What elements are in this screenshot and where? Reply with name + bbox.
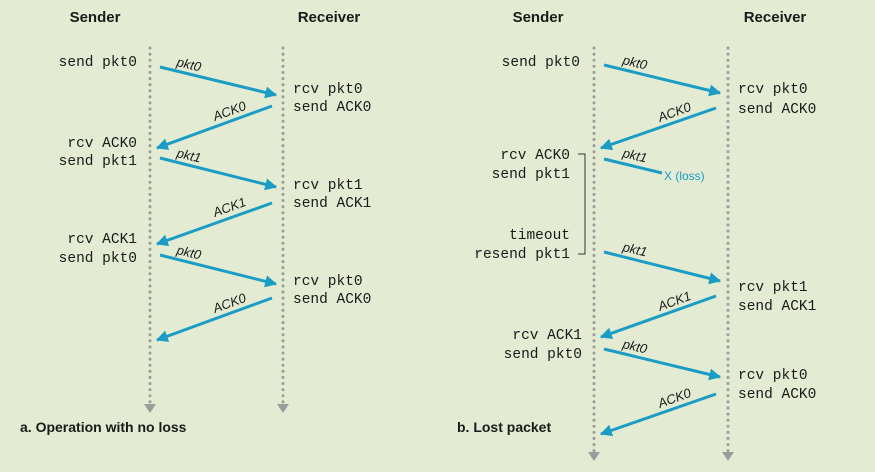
panel-a-receiver-event: send ACK0 <box>293 292 371 308</box>
panel-b-message-arrow <box>603 63 722 97</box>
panel-b-message-arrow <box>599 392 717 437</box>
panel-b-caption: b. Lost packet <box>457 419 551 435</box>
panel-a-caption: a. Operation with no loss <box>20 419 187 435</box>
panel-a-sender-event: send pkt0 <box>59 55 137 71</box>
panel-b-message-arrow <box>603 250 722 285</box>
panel-a-message-arrow <box>155 296 273 342</box>
panel-b-message-label: pkt1 <box>620 145 648 165</box>
panel-b-sender-event: resend pkt1 <box>474 247 570 263</box>
panel-a-sender-event: rcv ACK0 <box>67 136 137 152</box>
panel-b-message-label: pkt0 <box>620 52 649 73</box>
panel-b-message-arrow <box>599 294 717 340</box>
panel-b-receiver-event: send ACK0 <box>738 387 816 403</box>
panel-a-sender-event: send pkt1 <box>59 154 137 170</box>
panel-a-message-arrow <box>159 65 278 99</box>
panel-b-receiver-label: Receiver <box>744 9 807 26</box>
panel-b-sender-label: Sender <box>513 9 564 26</box>
panel-b-sender-timeline-arrowhead <box>588 452 600 461</box>
panel-b-sender-event: send pkt0 <box>502 55 580 71</box>
panel-a-receiver-timeline-arrowhead <box>277 404 289 413</box>
panel-a-message-arrow <box>159 156 278 191</box>
panel-a-sender-label: Sender <box>70 9 121 26</box>
panel-a-receiver-event: send ACK0 <box>293 100 371 116</box>
panel-b-receiver-timeline-arrowhead <box>722 452 734 461</box>
panel-b-loss-marker: X (loss) <box>664 169 705 183</box>
panel-a-receiver-event: rcv pkt0 <box>293 274 363 290</box>
panel-b-sender-event: send pkt0 <box>504 347 582 363</box>
panel-a-sender-timeline-arrowhead <box>144 404 156 413</box>
panel-b-receiver-event: send ACK0 <box>738 102 816 118</box>
panel-a-message-label: ACK1 <box>210 194 248 220</box>
panel-a-receiver-event: rcv pkt1 <box>293 178 363 194</box>
panel-a-message-arrow <box>159 253 278 288</box>
panel-b-message-label: pkt0 <box>620 336 649 357</box>
panel-b-receiver-event: rcv pkt0 <box>738 82 808 98</box>
panel-b-message-arrow <box>603 347 722 381</box>
panel-a-receiver-label: Receiver <box>298 9 361 26</box>
panel-a-message-label: pkt0 <box>174 242 203 263</box>
panel-b-receiver-event: send ACK1 <box>738 299 816 315</box>
panel-b-sender-event: timeout <box>509 228 570 244</box>
panel-a-sender-event: send pkt0 <box>59 251 137 267</box>
panel-a-sender-event: rcv ACK1 <box>67 232 137 248</box>
panel-a-message-label: pkt1 <box>174 145 202 165</box>
panel-b: Sender Receiver send pkt0 rcv ACK0 send … <box>457 9 816 461</box>
panel-b-message-label: pkt1 <box>620 239 648 259</box>
panel-b-receiver-event: rcv pkt0 <box>738 368 808 384</box>
panel-b-sender-event: rcv ACK0 <box>500 148 570 164</box>
panel-b-sender-event: send pkt1 <box>492 167 570 183</box>
panel-b-lost-message-arrow <box>603 157 663 175</box>
panel-a-receiver-event: rcv pkt0 <box>293 82 363 98</box>
panel-a: Sender Receiver send pkt0 rcv ACK0 send … <box>20 9 371 435</box>
panel-b-timeout-bracket <box>578 153 586 255</box>
panel-b-receiver-event: rcv pkt1 <box>738 280 808 296</box>
panel-a-receiver-event: send ACK1 <box>293 196 371 212</box>
panel-b-message-arrow <box>599 106 717 151</box>
panel-b-sender-event: rcv ACK1 <box>512 328 582 344</box>
panel-a-message-label: pkt0 <box>174 54 203 75</box>
panel-a-message-arrow <box>155 104 273 150</box>
panel-a-message-arrow <box>155 201 273 247</box>
